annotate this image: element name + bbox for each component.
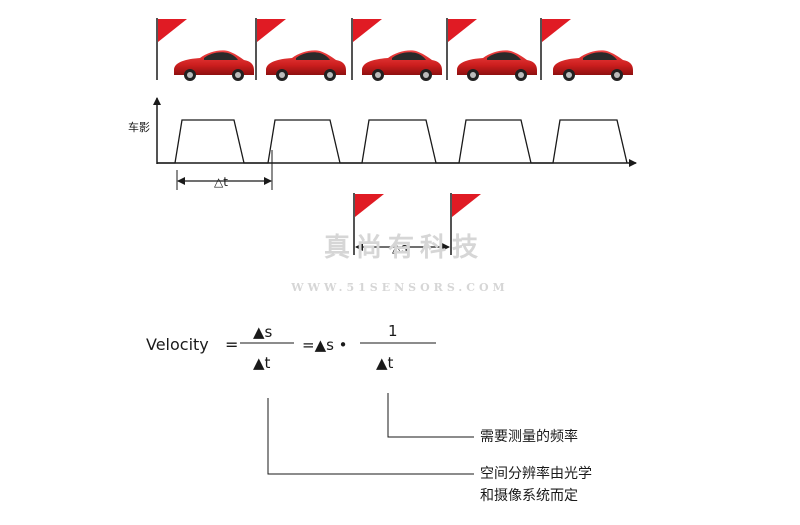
formula-num1: ▲s	[253, 323, 273, 341]
annotation-resolution-line1: 空间分辨率由光学	[480, 465, 592, 482]
formula-equals-1: =	[225, 335, 238, 354]
formula-lhs: Velocity	[146, 335, 209, 354]
signal-pulse-train	[157, 119, 628, 164]
leader-line-resolution	[267, 398, 474, 475]
watermark-url: WWW.51SENSORS.COM	[290, 281, 508, 294]
formula-mid: =▲s •	[302, 336, 348, 354]
car-3	[362, 50, 442, 81]
watermark-brand: 真尚有科技	[324, 233, 484, 263]
car-4	[457, 50, 537, 81]
formula-num2: 1	[388, 322, 398, 340]
car-1	[174, 50, 254, 81]
annotation-resolution-line2: 和摄像系统而定	[480, 488, 578, 504]
car-2	[266, 50, 346, 81]
formula-den2: ▲t	[376, 354, 394, 372]
y-axis-label: 车影	[128, 120, 150, 134]
car-5	[553, 50, 633, 81]
delta-t-label: △t	[214, 175, 228, 189]
annotation-measure-frequency: 需要测量的频率	[480, 428, 578, 445]
formula-den1: ▲t	[253, 354, 271, 372]
car-row	[156, 17, 633, 81]
leader-line-frequency	[387, 393, 474, 438]
delta-s-label: △s	[392, 241, 407, 255]
